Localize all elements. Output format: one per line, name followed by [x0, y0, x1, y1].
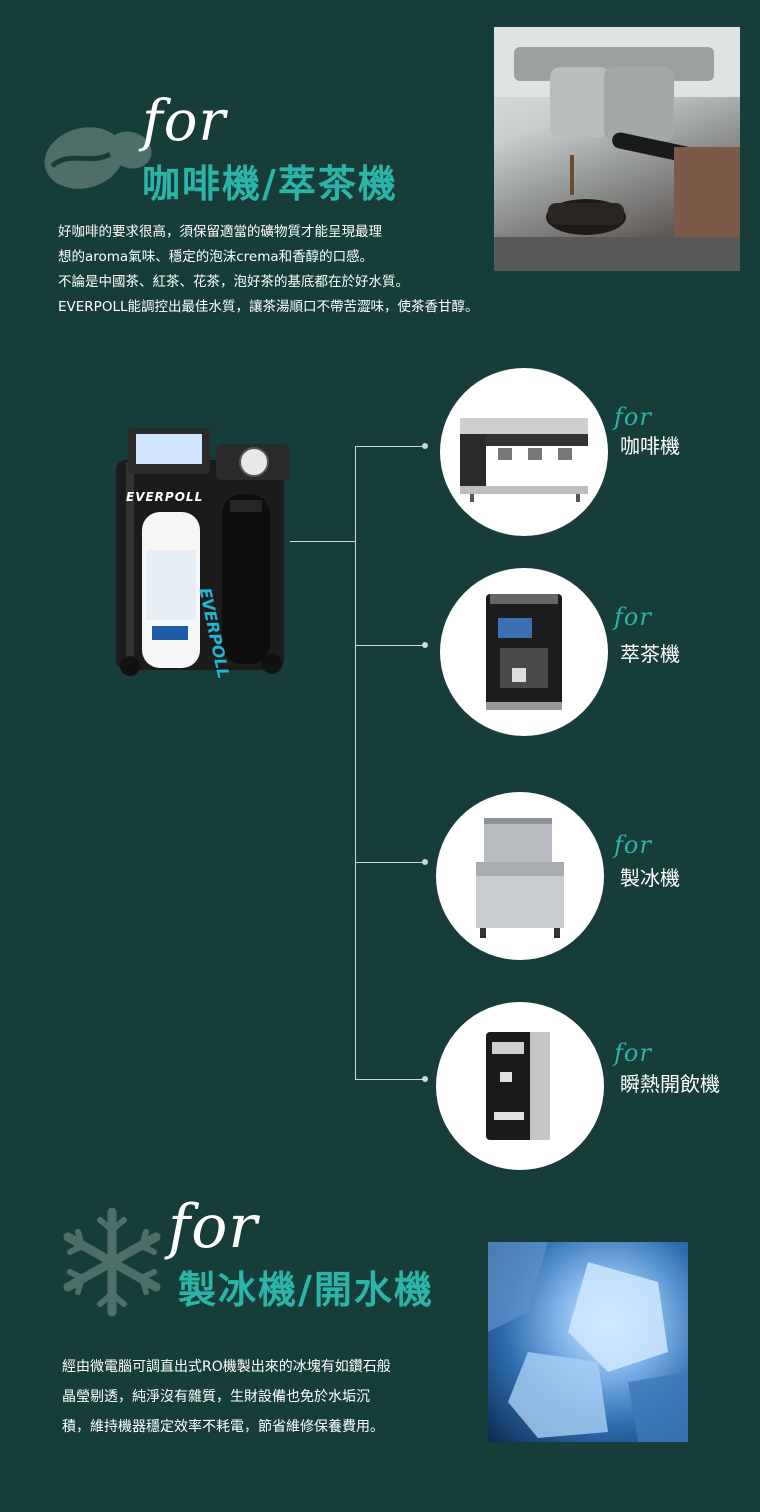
connector-branch: [355, 1079, 425, 1080]
description-line: EVERPOLL能調控出最佳水質，讓茶湯順口不帶苦澀味，使茶香甘醇。: [58, 299, 479, 315]
for-script-label: for: [614, 403, 652, 431]
for-script-heading: for: [168, 1192, 259, 1262]
snowflake-icon: [63, 1207, 161, 1317]
connector-line: [355, 446, 356, 1080]
description-line: 晶瑩剔透，純淨沒有雜質，生財設備也免於水垢沉: [62, 1389, 370, 1405]
connector-dot: [422, 443, 428, 449]
application-label-coffee-machine: 咖啡機: [620, 434, 680, 458]
hot-water-dispenser-icon: [486, 1032, 550, 1140]
espresso-machine-circle: [440, 368, 608, 536]
device-brand-label: EVERPOLL: [126, 490, 204, 504]
tea-brewer-circle: [440, 568, 608, 736]
espresso-machine-icon: [460, 418, 588, 502]
espresso-photo: [494, 27, 740, 271]
description-line: 經由微電腦可調直出式RO機製出來的冰塊有如鑽石般: [62, 1359, 391, 1375]
ro-filter-device-photo: EVERPOLL EVERPOLL: [112, 426, 294, 684]
connector-dot: [422, 642, 428, 648]
ice-maker-icon: [476, 818, 564, 938]
for-script-label: for: [614, 1039, 652, 1067]
connector-line: [290, 541, 356, 542]
application-label-ice-maker: 製冰機: [620, 866, 680, 890]
ice-water-description: 經由微電腦可調直出式RO機製出來的冰塊有如鑽石般 晶瑩剔透，純淨沒有雜質，生財設…: [62, 1352, 482, 1442]
ice-water-title: 製冰機/開水機: [178, 1268, 434, 1312]
description-line: 不論是中國茶、紅茶、花茶，泡好茶的基底都在於好水質。: [58, 274, 409, 290]
connector-dot: [422, 1076, 428, 1082]
ice-cubes-photo: [488, 1242, 688, 1442]
connector-dot: [422, 859, 428, 865]
for-script-label: for: [614, 603, 652, 631]
coffee-tea-description: 好咖啡的要求很高，須保留適當的礦物質才能呈現最理 想的aroma氣味、穩定的泡沫…: [58, 220, 578, 320]
for-script-label: for: [614, 831, 652, 859]
description-line: 好咖啡的要求很高，須保留適當的礦物質才能呈現最理: [58, 224, 382, 240]
connector-branch: [355, 862, 425, 863]
coffee-tea-title: 咖啡機/萃茶機: [142, 162, 398, 206]
description-line: 想的aroma氣味、穩定的泡沫crema和香醇的口感。: [58, 249, 374, 265]
for-script-heading: for: [142, 89, 227, 154]
application-label-hot-water-dispenser: 瞬熱開飲機: [620, 1072, 720, 1096]
ice-maker-circle: [436, 792, 604, 960]
connector-branch: [355, 645, 425, 646]
coffee-bean-icon: [44, 127, 152, 189]
connector-branch: [355, 446, 425, 447]
hot-water-dispenser-circle: [436, 1002, 604, 1170]
description-line: 積，維持機器穩定效率不耗電，節省維修保養費用。: [62, 1419, 384, 1435]
tea-brewer-icon: [486, 594, 562, 710]
application-label-tea-brewer: 萃茶機: [620, 642, 680, 666]
side-watermark: [722, 560, 732, 720]
